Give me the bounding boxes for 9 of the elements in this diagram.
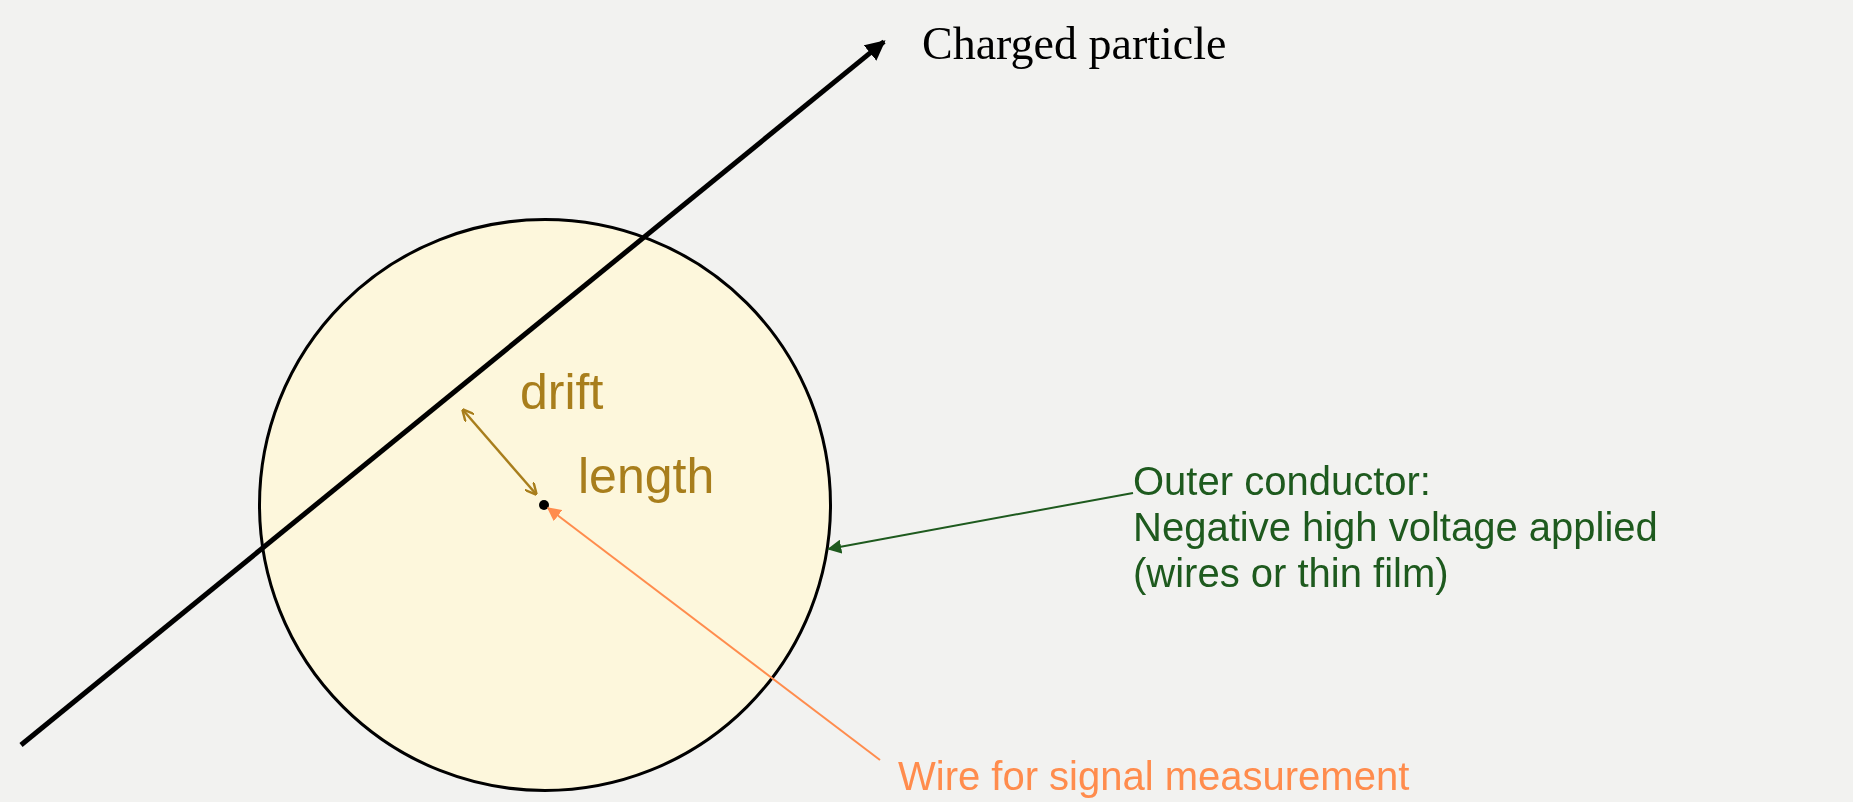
conductor-label: Outer conductor: <box>1133 458 1432 504</box>
particle-label: Charged particle <box>922 17 1228 71</box>
leader-line <box>827 491 1134 554</box>
drift-length-label: length <box>578 447 715 506</box>
drift-length-label: drift <box>520 363 604 422</box>
leader-line <box>546 507 881 761</box>
wire-label: Wire for signal measurement <box>898 753 1411 800</box>
conductor-note: Negative high voltage applied (wires or thin film) <box>1133 504 1659 596</box>
particle-track-arrow <box>19 39 886 747</box>
